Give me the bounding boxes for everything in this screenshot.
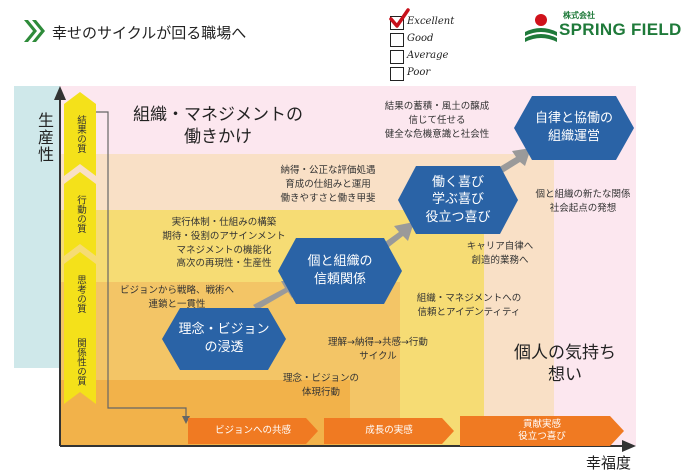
company-logo: 株式会社 SPRING FIELD — [519, 10, 682, 46]
hex-joy: 働く喜び 学ぶ喜び 役立つ喜び — [398, 166, 518, 234]
logo-name: SPRING FIELD — [559, 20, 682, 39]
quality-chevron — [64, 320, 96, 404]
checkbox-good — [390, 33, 404, 47]
quality-label: 行動の質 — [75, 195, 86, 233]
hex-joy-text: 働く喜び 学ぶ喜び 役立つ喜び — [425, 174, 491, 225]
hex-autonomy: 自律と協働の 組織運営 — [514, 96, 634, 160]
note-culture: 結果の蓄積・風土の醸成 信じて任せる 健全な危機意識と社会性 — [384, 101, 490, 140]
quality-result: 結果の質 — [64, 92, 96, 176]
quality-label: 思考の質 — [75, 275, 86, 313]
quality-relationship: 関係性の質 — [64, 320, 96, 404]
hex-shape — [278, 238, 402, 304]
arrow-vision-empathy: ビジョンへの共感 — [188, 418, 318, 444]
good-label: Good — [407, 33, 434, 44]
hex-vision-text: 理念・ビジョン の浸透 — [178, 322, 270, 355]
arrow-text: 成長の実感 — [365, 424, 413, 436]
checkbox-average — [390, 50, 404, 64]
note-strategy: ビジョンから戦略、戦術へ 連鎖と一貫性 — [119, 285, 234, 310]
chevron-icon — [24, 20, 45, 42]
hex-trust: 個と組織の 信頼関係 — [278, 238, 402, 304]
hex-shape — [514, 96, 634, 160]
note-management: 実行体制・仕組みの構築 期待・役割のアサインメント マネジメントの機能化 高次の… — [162, 217, 286, 270]
arrow-growth: 成長の実感 — [324, 418, 454, 444]
arrow-text: ビジョンへの共感 — [214, 424, 291, 436]
quality-action: 行動の質 — [64, 172, 96, 256]
average-label: Average — [407, 50, 449, 61]
logo-kabushiki: 株式会社 — [563, 11, 595, 20]
arrow-contribution: 貢献実感 役立つ喜び — [460, 416, 624, 446]
poor-label: Poor — [407, 67, 431, 78]
arrow-text: 貢献実感 役立つ喜び — [518, 418, 566, 442]
quality-chevron — [64, 172, 96, 256]
quality-label: 関係性の質 — [75, 338, 86, 386]
page-title: 幸せのサイクルが回る職場へ — [52, 24, 247, 42]
hex-trust-text: 個と組織の 信頼関係 — [307, 254, 373, 287]
hex-shape — [398, 166, 518, 234]
hex-shape — [162, 308, 286, 370]
note-career: キャリア自律へ 創造的業務へ — [466, 241, 534, 266]
note-evaluation: 納得・公正な評価処遇 育成の仕組みと運用 働きやすさと働き甲斐 — [280, 165, 376, 204]
arrow-shape — [460, 416, 624, 446]
note-understanding: 理解→納得→共感→行動 サイクル — [328, 337, 428, 362]
y-axis-label: 生産性 — [35, 112, 54, 163]
note-embody: 理念・ビジョンの 体現行動 — [282, 373, 359, 398]
note-identity: 組織・マネジメントへの 信頼とアイデンティティ — [416, 293, 522, 318]
quality-chevron — [64, 252, 96, 336]
arrow-shape — [188, 418, 318, 444]
hex-vision: 理念・ビジョン の浸透 — [162, 308, 286, 370]
checkbox-poor — [390, 67, 404, 81]
logo-mark-icon — [525, 14, 557, 42]
rating-checklist: Excellent Good Average Poor — [384, 8, 512, 82]
note-social: 個と組織の新たな関係 社会起点の発想 — [535, 189, 631, 214]
arrow-shape — [324, 418, 454, 444]
check-mark-icon — [389, 8, 410, 28]
personal-feeling-label: 個人の気持ち 想い — [514, 343, 616, 386]
org-action-label: 組織・マネジメントの 働きかけ — [133, 105, 303, 148]
x-axis-label: 幸福度 — [586, 454, 632, 472]
quality-thought: 思考の質 — [64, 252, 96, 336]
hex-autonomy-text: 自律と協働の 組織運営 — [534, 111, 613, 144]
quality-chevron — [64, 92, 96, 176]
excellent-label: Excellent — [407, 16, 455, 27]
quality-label: 結果の質 — [75, 115, 86, 153]
